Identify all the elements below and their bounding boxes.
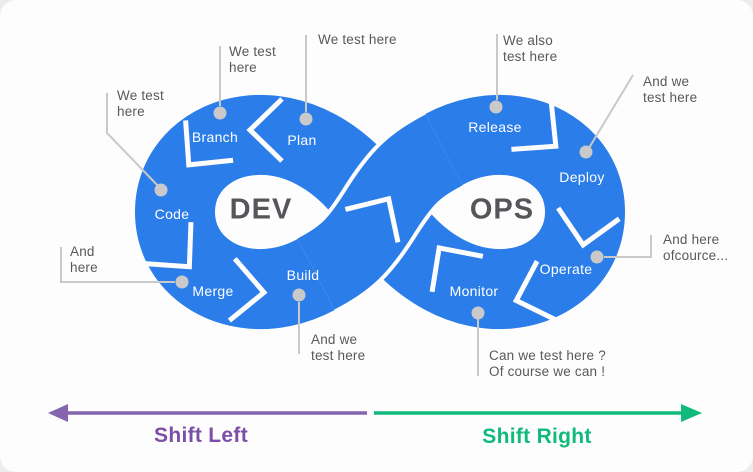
callout-text-line: And here <box>663 232 720 247</box>
shift-right-label: Shift Right <box>482 425 592 448</box>
chevron-merge-build <box>227 257 268 323</box>
dot-build <box>292 288 306 302</box>
segment-label-deploy: Deploy <box>559 169 605 185</box>
callout-text-line: Can we test here ? <box>489 348 606 363</box>
callout-text-line: And we <box>643 74 690 89</box>
segment-label-build: Build <box>286 267 320 283</box>
connector-code <box>106 93 162 190</box>
segment-divider-chevrons <box>144 97 621 323</box>
callout-text-line: test here <box>643 89 698 105</box>
connector-operate <box>604 235 652 258</box>
shift-right-arrowhead <box>681 404 702 422</box>
shift-left-arrow <box>48 404 367 422</box>
callout-text-line: test here <box>311 347 366 363</box>
callout-text-line: And we <box>311 332 358 347</box>
callout-text-line: here <box>229 59 257 75</box>
callout-build: And we test here <box>311 332 365 363</box>
callout-text-line: Of course we can ! <box>489 363 606 379</box>
dev-label: DEV <box>229 193 293 226</box>
chevron-build-release <box>344 195 401 243</box>
callout-text-line: here <box>117 103 145 119</box>
callout-text-line: We test <box>117 88 164 103</box>
segment-label-plan: Plan <box>287 132 317 148</box>
callout-branch: We test here <box>229 44 276 75</box>
dot-merge <box>175 275 189 289</box>
dot-plan <box>299 112 313 126</box>
callout-operate: And here ofcource... <box>663 232 728 263</box>
connector-merge <box>60 247 175 283</box>
callout-text-line: We test here <box>318 32 397 47</box>
callout-dots <box>154 100 604 320</box>
dot-branch <box>213 106 227 120</box>
segment-label-branch: Branch <box>191 129 239 145</box>
dot-release <box>489 100 503 114</box>
dot-monitor <box>471 306 485 320</box>
chevron-code-branch <box>183 120 234 168</box>
callout-connectors <box>60 34 652 376</box>
chevron-code-merge <box>144 222 194 270</box>
segment-label-monitor: Monitor <box>449 283 499 299</box>
shift-right-arrow <box>374 404 702 422</box>
callout-text-line: We test <box>229 44 276 59</box>
segment-label-code: Code <box>154 206 190 222</box>
callout-merge: And here <box>70 244 98 275</box>
shift-left-label: Shift Left <box>154 424 248 447</box>
dot-operate <box>590 250 604 264</box>
segment-label-merge: Merge <box>192 283 234 299</box>
callout-text-line: test here <box>503 48 558 64</box>
ops-label: OPS <box>469 193 535 226</box>
segment-label-operate: Operate <box>539 261 593 277</box>
callout-text-line: here <box>70 259 98 275</box>
callout-code: We test here <box>117 88 164 119</box>
chevron-release-deploy <box>511 101 559 152</box>
shift-left-arrowhead <box>48 404 68 422</box>
callout-monitor: Can we test here ? Of course we can ! <box>489 348 606 379</box>
connector-deploy <box>588 74 634 149</box>
chevron-operate-monitor <box>512 260 558 323</box>
callout-deploy: And we test here <box>643 74 697 105</box>
chevron-monitor-plan <box>429 244 484 293</box>
dot-deploy <box>579 145 593 159</box>
dot-code <box>154 183 168 197</box>
callout-text-line: And <box>70 244 95 259</box>
front-band <box>297 114 463 310</box>
chevron-branch-plan <box>246 97 284 163</box>
callout-text-line: We also <box>503 33 553 48</box>
callout-text-line: ofcource... <box>663 247 729 263</box>
chevron-deploy-operate <box>556 206 621 249</box>
callout-plan: We test here <box>318 32 397 48</box>
segment-label-release: Release <box>468 119 522 135</box>
callout-release: We also test here <box>503 33 557 64</box>
